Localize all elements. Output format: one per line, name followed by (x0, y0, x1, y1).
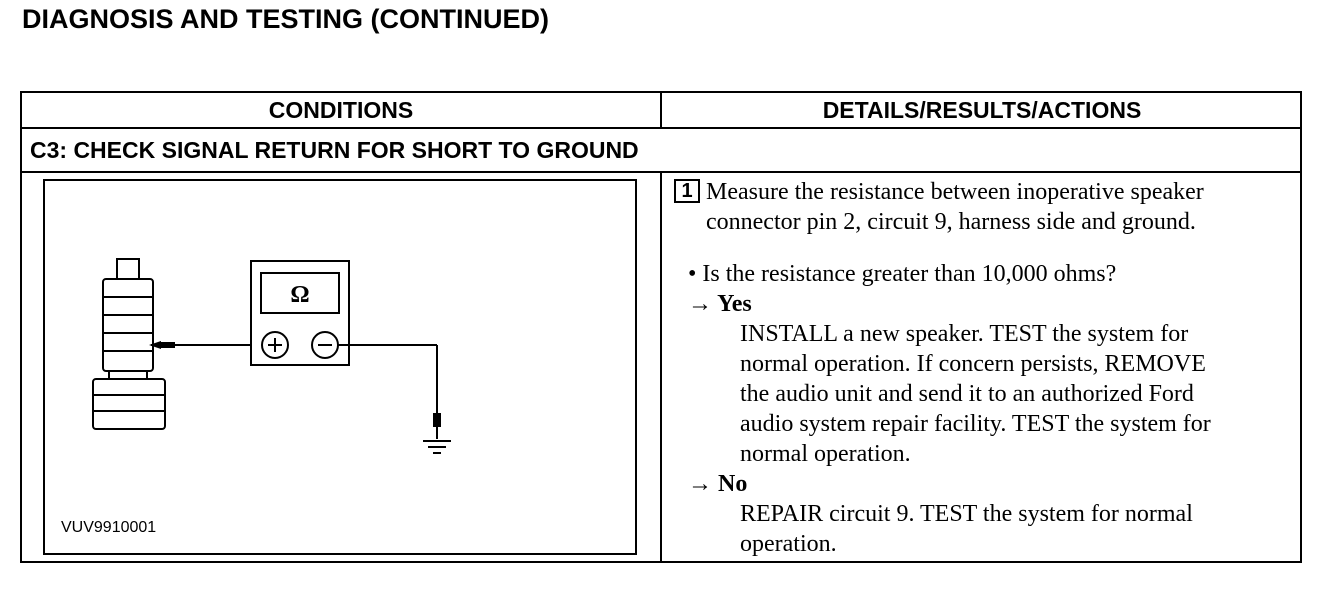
details-results-actions: 1 Measure the resistance between inopera… (674, 177, 1296, 561)
no-label: → No (688, 471, 748, 497)
page-title: DIAGNOSIS AND TESTING (CONTINUED) (22, 4, 550, 34)
yes-action-line: normal operation. (740, 441, 911, 467)
speaker-connector-icon (92, 258, 166, 430)
test-diagram: Ω VUV9910001 (43, 179, 637, 555)
yes-action-line: INSTALL a new speaker. TEST the system f… (740, 321, 1189, 347)
no-action-line: REPAIR circuit 9. TEST the system for no… (740, 501, 1193, 527)
details-header: DETAILS/RESULTS/ACTIONS (822, 97, 1142, 123)
yes-action-line: normal operation. If concern persists, R… (740, 351, 1206, 377)
plus-terminal-icon (261, 331, 289, 359)
wiring-diagram: Ω (92, 258, 451, 454)
test-question: • Is the resistance greater than 10,000 … (688, 261, 1117, 287)
step-title: C3: CHECK SIGNAL RETURN FOR SHORT TO GRO… (30, 137, 639, 163)
yes-action-line: the audio unit and send it to an authori… (740, 381, 1194, 407)
ohm-symbol: Ω (290, 282, 309, 308)
step-divider (22, 171, 1300, 173)
step-text-line: connector pin 2, circuit 9, harness side… (706, 209, 1196, 235)
header-divider (22, 127, 1300, 129)
yes-action-line: audio system repair facility. TEST the s… (740, 411, 1211, 437)
step-number-badge: 1 (674, 179, 700, 203)
ground-symbol-icon (423, 440, 451, 454)
diagnosis-table: CONDITIONS DETAILS/RESULTS/ACTIONS C3: C… (20, 91, 1302, 563)
no-action-line: operation. (740, 531, 837, 557)
minus-terminal-icon (311, 331, 339, 359)
step-text-line: Measure the resistance between inoperati… (706, 179, 1204, 205)
conditions-header: CONDITIONS (268, 97, 414, 123)
step-instruction: 1 Measure the resistance between inopera… (674, 177, 1296, 207)
yes-label: → Yes (688, 291, 752, 317)
figure-code: VUV9910001 (61, 519, 157, 536)
column-divider (660, 173, 662, 563)
column-divider (660, 93, 662, 127)
